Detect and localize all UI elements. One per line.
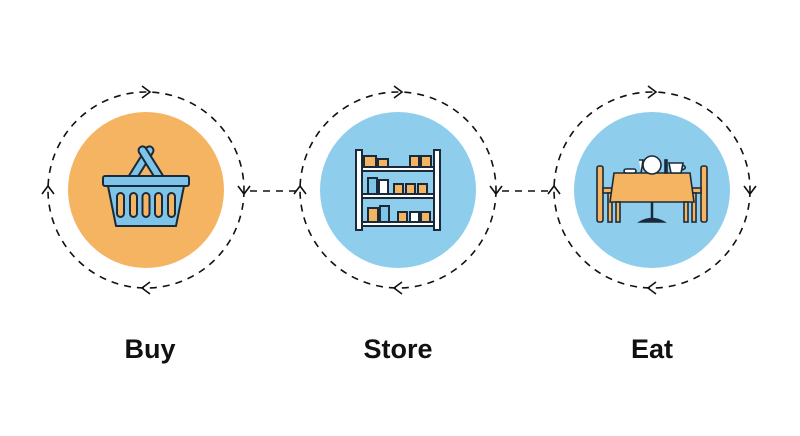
- step-label-buy: Buy: [124, 334, 176, 364]
- step-buy: [41, 85, 251, 295]
- step-eat: [547, 85, 757, 295]
- step-label-store: Store: [363, 334, 433, 364]
- dining-table-icon: [596, 155, 708, 223]
- shelf-icon: [355, 149, 441, 231]
- basket-icon: [102, 145, 190, 227]
- step-label-eat: Eat: [630, 334, 674, 364]
- step-store: [293, 85, 503, 295]
